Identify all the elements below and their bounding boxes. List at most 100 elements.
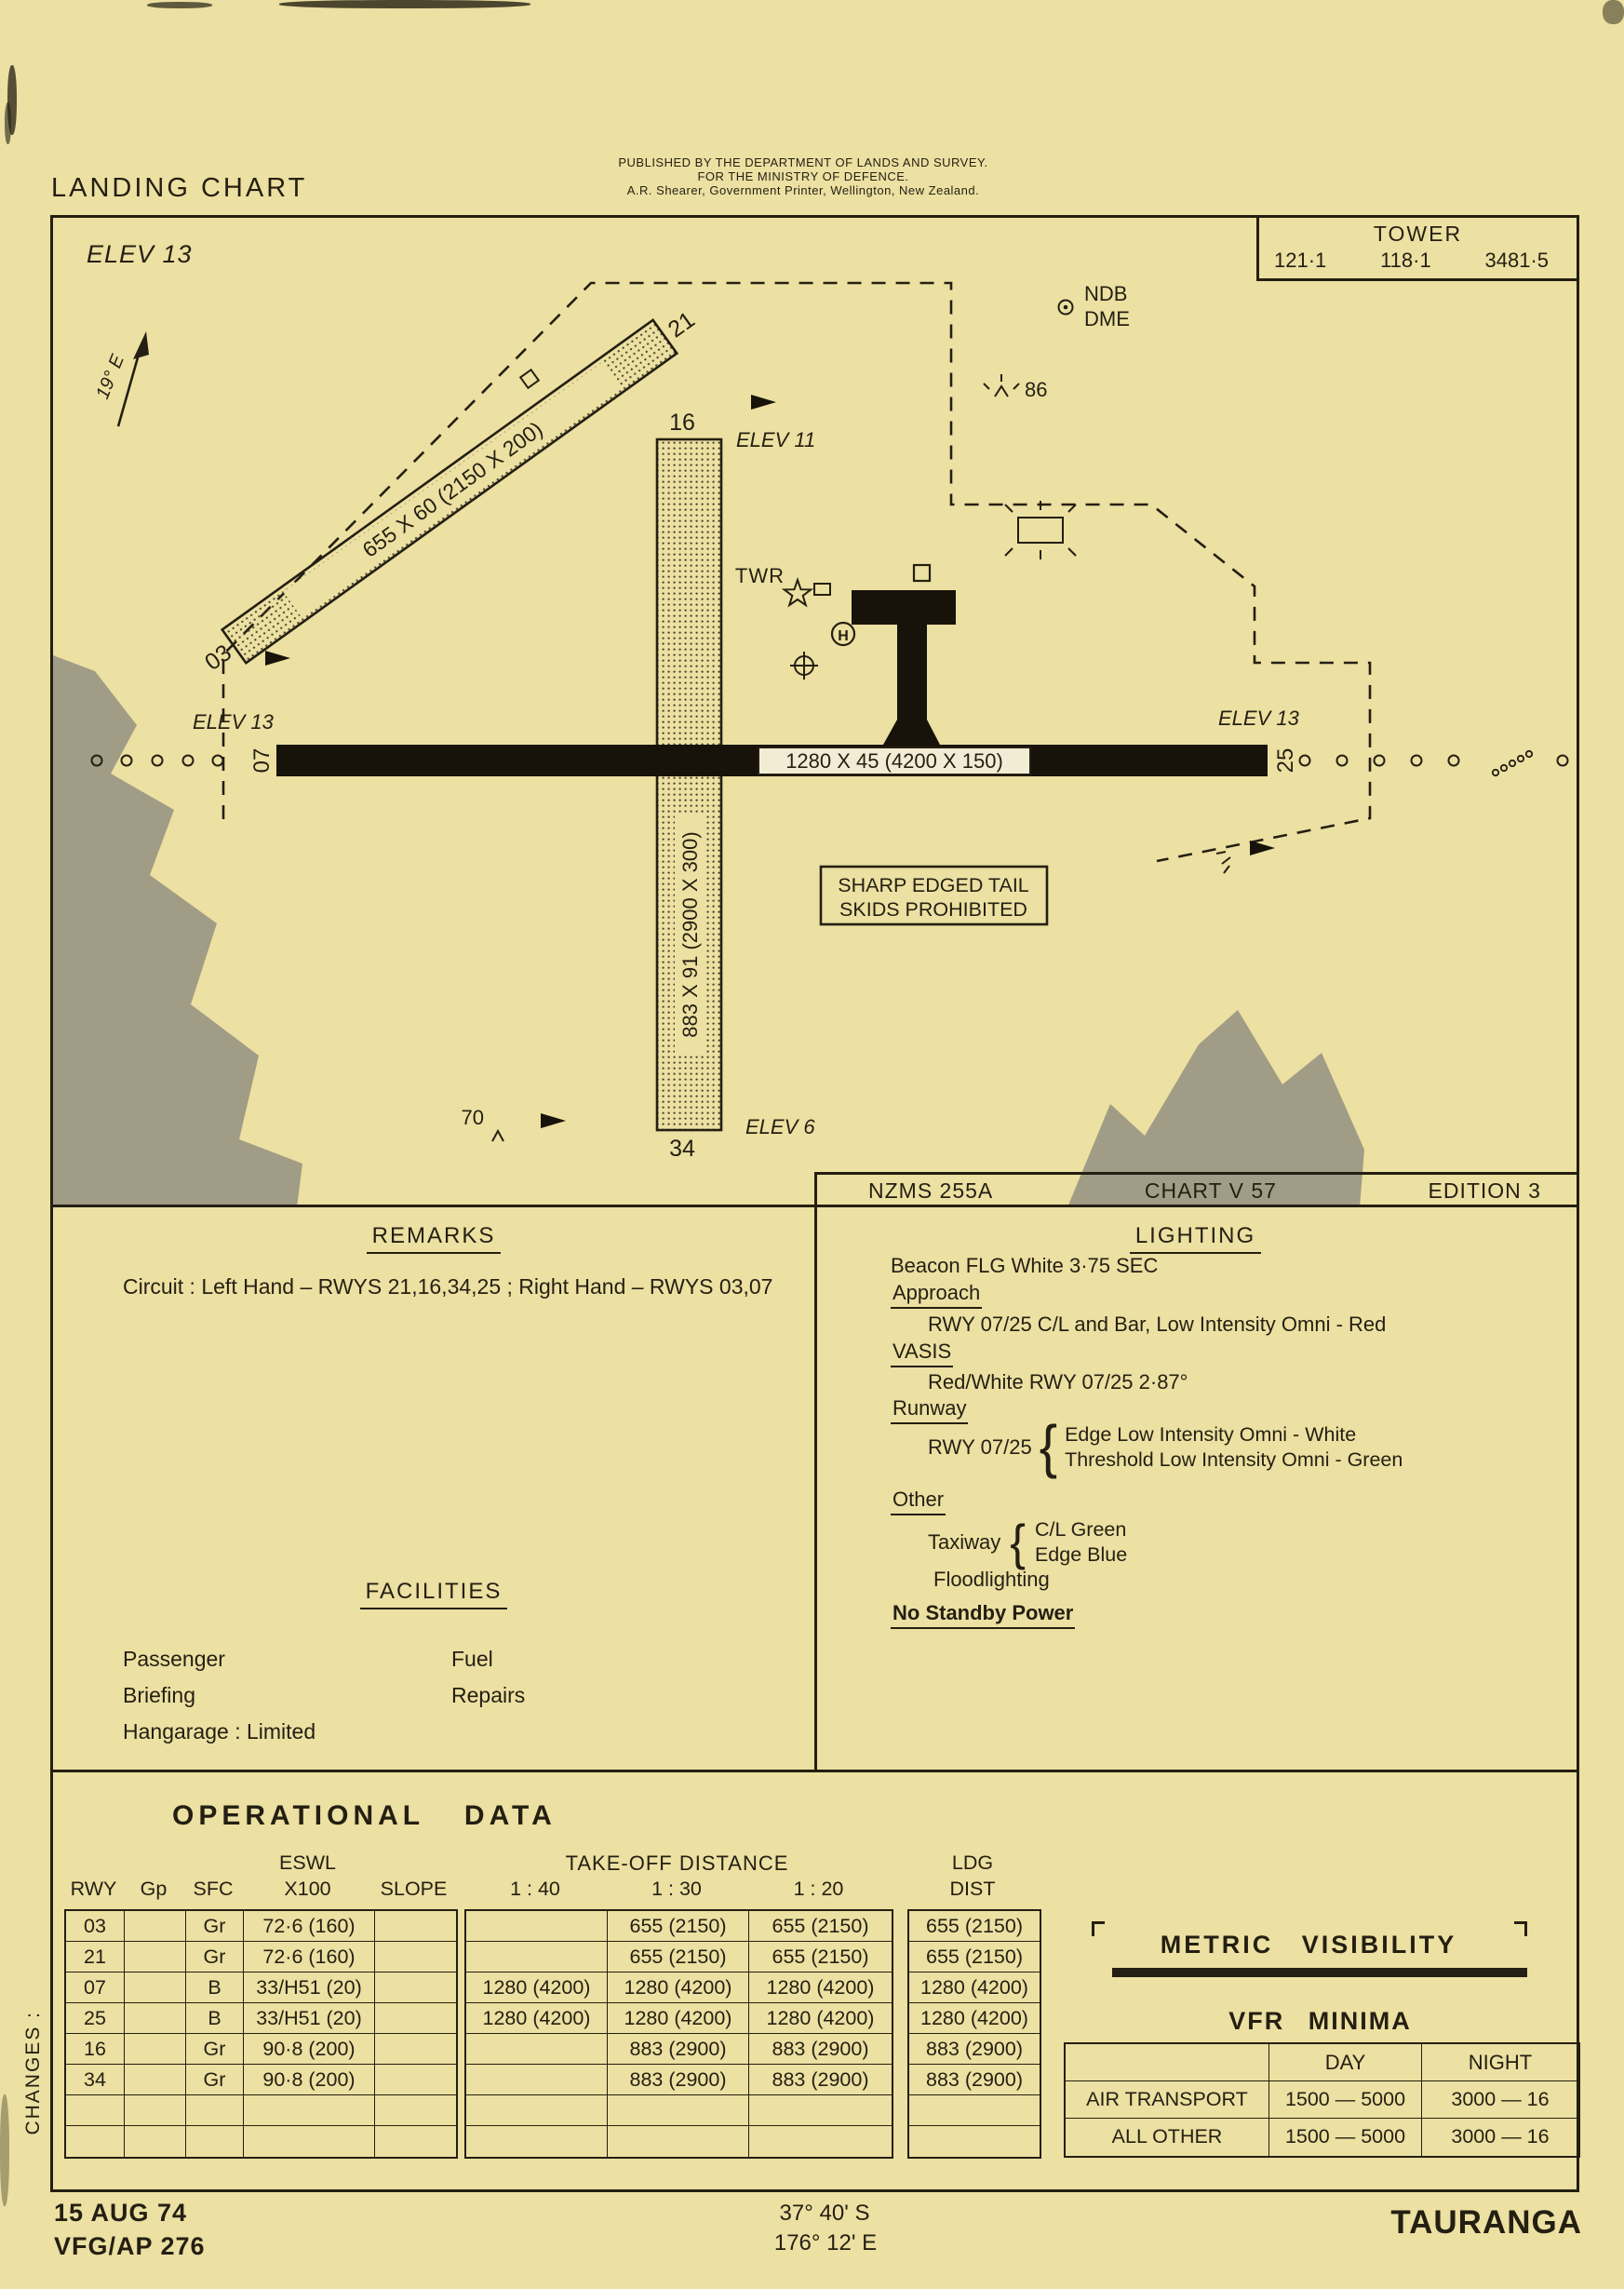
cell-sfc: Gr xyxy=(186,1942,244,1973)
col-header-gp: Gp xyxy=(140,1878,168,1900)
chart-number: CHART V 57 xyxy=(1144,1178,1277,1203)
metric-visibility-box: METRIC VISIBILITY xyxy=(1092,1921,1527,1977)
cell-gp xyxy=(125,1911,186,1942)
cell-slope xyxy=(375,2003,456,2034)
col-header-dist: DIST xyxy=(949,1878,996,1900)
cell-ldg: 1280 (4200) xyxy=(909,1973,1040,2003)
cell-slope xyxy=(375,1973,456,2003)
cell-d30: 1280 (4200) xyxy=(608,1973,749,2003)
col-header-x100: X100 xyxy=(284,1878,331,1900)
aerodrome-boundary xyxy=(221,281,1372,863)
publisher-line: A.R. Shearer, Government Printer, Wellin… xyxy=(626,183,980,197)
vfr-minima-table: DAY NIGHT AIR TRANSPORT 1500 — 5000 3000… xyxy=(1064,2042,1580,2158)
facility-item: Passenger xyxy=(123,1647,225,1671)
cell-d40: 1280 (4200) xyxy=(466,1973,608,2003)
lighting-section-heading: LIGHTING xyxy=(814,1223,1577,1254)
helipad-symbol: H xyxy=(830,621,856,647)
flash-mark xyxy=(1215,851,1231,874)
column-divider xyxy=(814,1206,817,1771)
brace-glyph: { xyxy=(1039,1414,1058,1480)
cell-d40 xyxy=(466,1942,608,1973)
chart-id-strip: NZMS 255A CHART V 57 EDITION 3 xyxy=(814,1172,1577,1206)
cell-sfc: Gr xyxy=(186,2065,244,2095)
col-header-1-40: 1 : 40 xyxy=(510,1878,560,1900)
lighting-runway-line-1: Edge Low Intensity Omni - White xyxy=(1065,1423,1357,1446)
lighting-runway-prefix: RWY 07/25 xyxy=(928,1435,1032,1459)
col-header-sfc: SFC xyxy=(193,1878,234,1900)
lighting-floodlighting: Floodlighting xyxy=(933,1568,1050,1591)
twr-label: TWR xyxy=(735,564,785,587)
cell-d20: 1280 (4200) xyxy=(749,1973,892,2003)
cell-gp xyxy=(125,1973,186,2003)
control-tower-symbol xyxy=(781,576,831,608)
elev-13-west: ELEV 13 xyxy=(193,710,275,734)
helipad-letter: H xyxy=(838,628,849,644)
lighting-taxiway-line-1: C/L Green xyxy=(1034,1518,1127,1541)
footer-date: 15 AUG 74 xyxy=(54,2199,188,2227)
lighting-approach-label: Approach xyxy=(891,1281,983,1309)
cell-day: 1500 — 5000 xyxy=(1269,2119,1422,2156)
runway-16-34: 883 X 91 (2900 X 300) 16 34 xyxy=(655,410,723,1162)
cell-blank xyxy=(1066,2044,1269,2081)
lighting-other-label: Other xyxy=(891,1488,946,1515)
airport-name: TAURANGA xyxy=(1390,2204,1582,2241)
cell-gp xyxy=(125,2034,186,2065)
section-divider xyxy=(53,1770,1577,1772)
cell-empty xyxy=(466,2126,608,2157)
scan-artifact xyxy=(147,2,212,8)
cell-empty xyxy=(909,2126,1040,2157)
cell-rwy: 25 xyxy=(66,2003,125,2034)
cell-d20: 655 (2150) xyxy=(749,1911,892,1942)
cell-d30: 655 (2150) xyxy=(608,1942,749,1973)
cell-sfc: Gr xyxy=(186,1911,244,1942)
metric-visibility-bar xyxy=(1112,1968,1527,1977)
brace-glyph: { xyxy=(1010,1514,1026,1571)
footer-ref: VFG/AP 276 xyxy=(54,2232,206,2260)
lighting-standby: No Standby Power xyxy=(891,1601,1076,1629)
cell-eswl: 33/H51 (20) xyxy=(244,2003,375,2034)
col-header-day: DAY xyxy=(1269,2044,1422,2081)
chart-edition: EDITION 3 xyxy=(1428,1178,1541,1203)
cell-sfc: B xyxy=(186,2003,244,2034)
cell-day: 1500 — 5000 xyxy=(1269,2081,1422,2119)
cell-empty xyxy=(749,2126,892,2157)
elev-6: ELEV 6 xyxy=(745,1115,815,1138)
vor-check-symbol xyxy=(790,652,818,680)
changes-label: CHANGES : xyxy=(22,2011,44,2135)
cell-night: 3000 — 16 xyxy=(1422,2081,1578,2119)
cell-eswl: 90·8 (200) xyxy=(244,2034,375,2065)
lighting-vasis-text: Red/White RWY 07/25 2·87° xyxy=(928,1370,1188,1394)
runway-end-07: 07 xyxy=(249,748,275,774)
tower-freq-1: 121·1 xyxy=(1274,249,1327,272)
facility-item: Repairs xyxy=(451,1683,526,1707)
cell-empty xyxy=(244,2095,375,2126)
cell-d30: 1280 (4200) xyxy=(608,2003,749,2034)
facility-item: Fuel xyxy=(451,1647,493,1671)
cell-empty xyxy=(375,2126,456,2157)
lighting-heading: LIGHTING xyxy=(1129,1223,1262,1254)
building-marker xyxy=(518,368,541,390)
cell-empty xyxy=(66,2095,125,2126)
cell-empty xyxy=(749,2095,892,2126)
cell-ldg: 655 (2150) xyxy=(909,1942,1040,1973)
spot-elevation-70-mark xyxy=(491,1128,504,1142)
lighting-taxiway-detail: Taxiway { C/L Green Edge Blue xyxy=(928,1517,1127,1568)
cell-d40: 1280 (4200) xyxy=(466,2003,608,2034)
chart-series: NZMS 255A xyxy=(868,1178,994,1203)
lighted-building-symbol xyxy=(1004,501,1077,559)
building-square xyxy=(912,563,932,583)
cell-empty xyxy=(125,2126,186,2157)
cell-sfc: B xyxy=(186,1973,244,2003)
cell-eswl: 90·8 (200) xyxy=(244,2065,375,2095)
col-header-slope: SLOPE xyxy=(380,1878,448,1900)
cell-gp xyxy=(125,2065,186,2095)
approach-lights-west xyxy=(90,754,224,767)
runway-07-25-dims: 1280 X 45 (4200 X 150) xyxy=(785,749,1003,773)
corner-mark xyxy=(1092,1921,1105,1936)
lighting-beacon: Beacon FLG White 3·75 SEC xyxy=(891,1254,1159,1277)
corner-mark xyxy=(1514,1921,1527,1936)
operational-data-title: OPERATIONAL DATA xyxy=(172,1800,557,1831)
cell-rwy: 07 xyxy=(66,1973,125,2003)
